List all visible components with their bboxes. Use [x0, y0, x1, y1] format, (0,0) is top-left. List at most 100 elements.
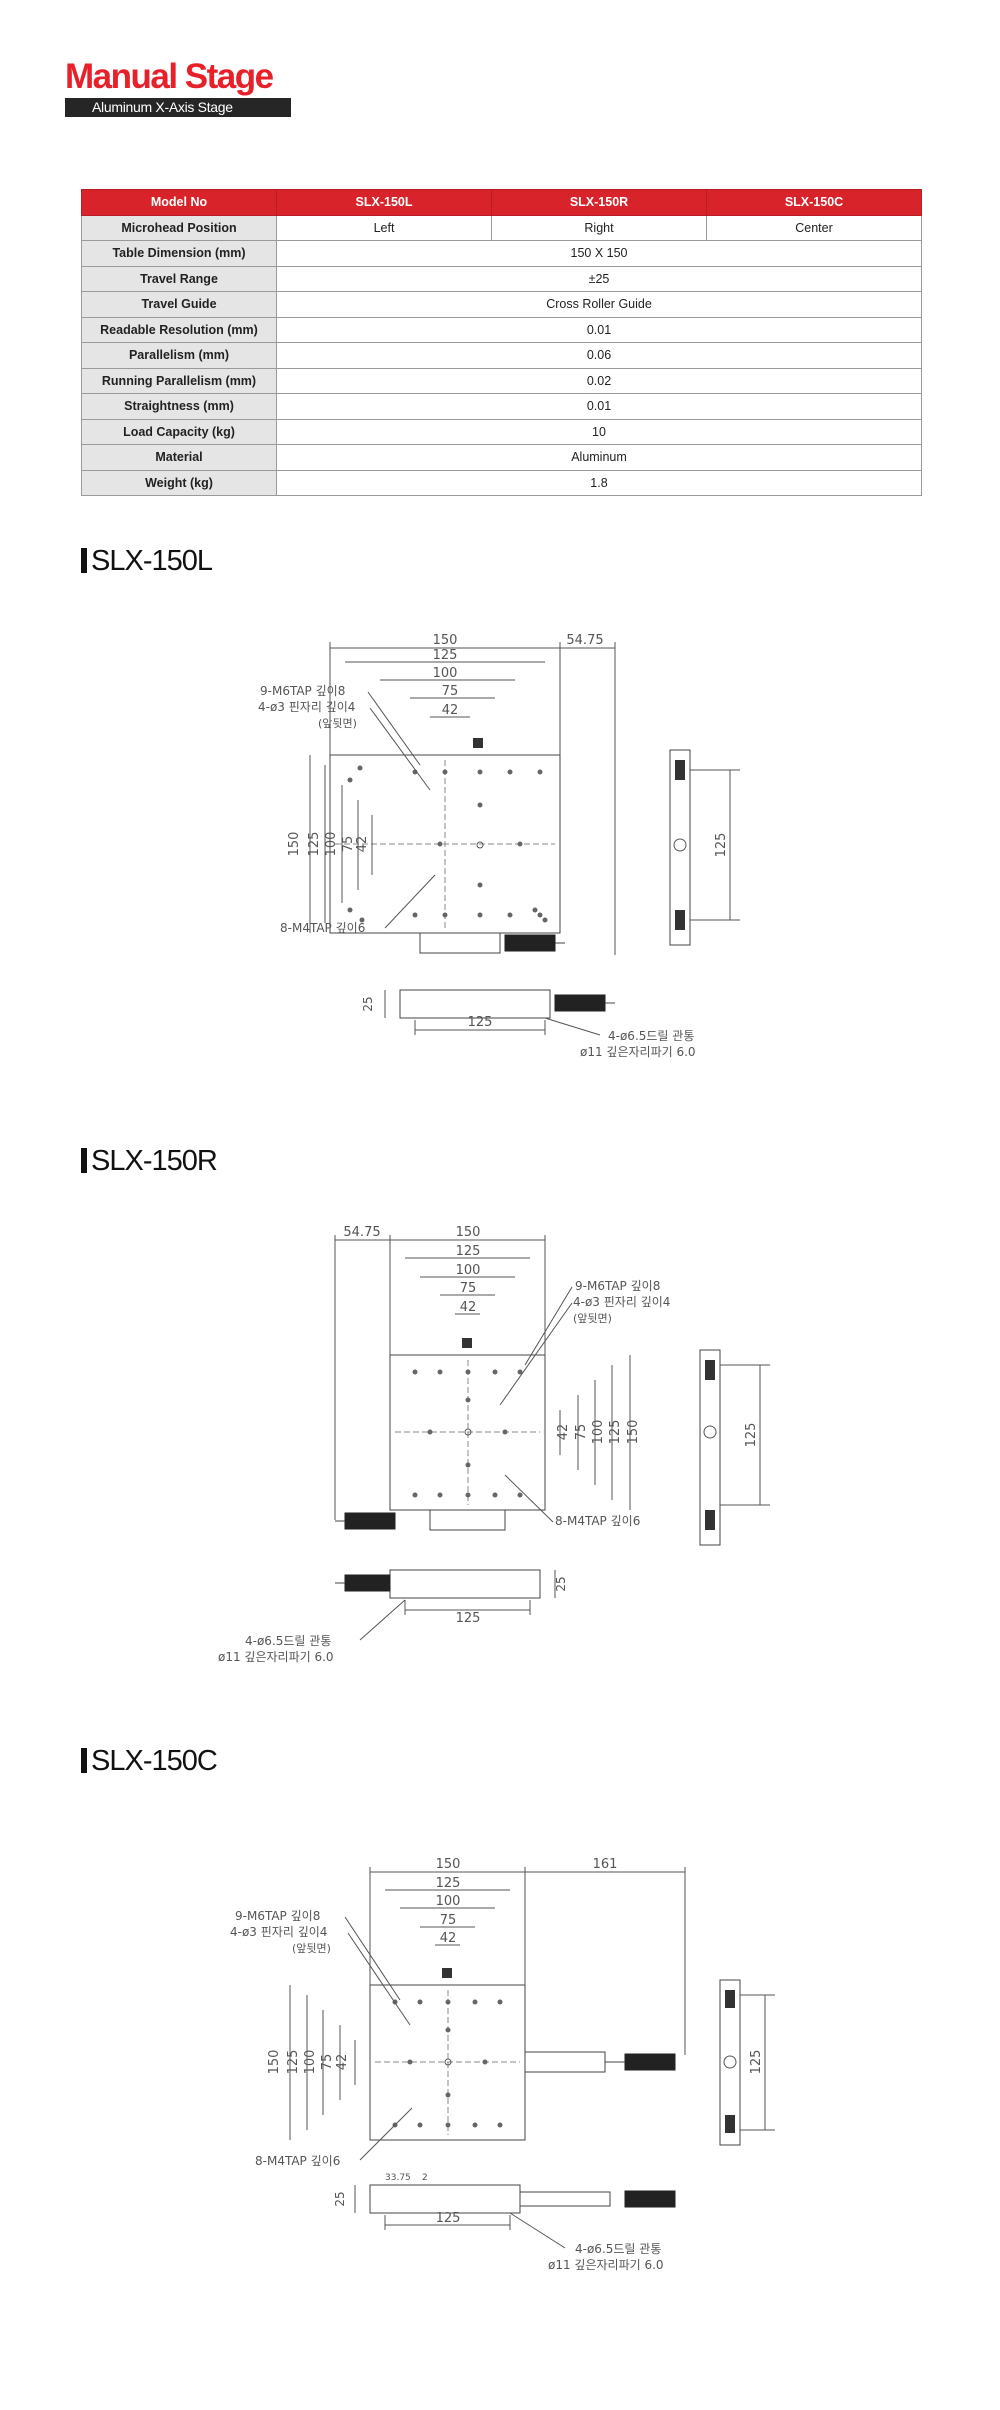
table-row: Material Aluminum [81, 444, 922, 471]
dim-161: 161 [593, 1857, 618, 1872]
spec-table: Model No SLX-150L SLX-150R SLX-150C Micr… [81, 189, 922, 496]
spec-label: Running Parallelism (mm) [81, 367, 277, 394]
dim-125: 125 [436, 1876, 461, 1891]
dim-75: 75 [440, 1913, 457, 1928]
stage-front-view [369, 2184, 521, 2214]
dim-42-v: 42 [355, 836, 370, 853]
dim-25: 25 [361, 996, 375, 1011]
dim-100: 100 [436, 1894, 461, 1909]
drawing-slx150r: 54.75 150 125 100 75 42 42 75 100 125 15… [218, 1225, 770, 1664]
dim-2: 2 [422, 2173, 428, 2183]
note-counterbore: ø11 깊은자리파기 6.0 [548, 2258, 664, 2272]
spec-value: 1.8 [276, 469, 922, 496]
note-counterbore: ø11 깊은자리파기 6.0 [218, 1650, 334, 1664]
spec-value: Right [491, 214, 707, 241]
note-drill: 4-ø6.5드릴 관통 [608, 1029, 694, 1043]
micrometer-knob [344, 1512, 396, 1530]
spec-header-cell: Model No [81, 189, 277, 216]
dim-100-v: 100 [324, 832, 339, 857]
note-pin-hole: 4-ø3 핀자리 깊이4 [230, 1925, 327, 1939]
spec-value: Aluminum [276, 444, 922, 471]
dim-100: 100 [433, 666, 458, 681]
dim-42: 42 [442, 703, 459, 718]
section-title-slx150l: SLX-150L [81, 545, 213, 577]
dim-150: 150 [456, 1225, 481, 1240]
stage-front-view [389, 1569, 541, 1599]
dim-125-side: 125 [714, 833, 729, 858]
spec-header-cell: SLX-150C [706, 189, 922, 216]
stage-side-view [699, 1349, 721, 1546]
table-row: Weight (kg) 1.8 [81, 469, 922, 496]
spec-value: 10 [276, 418, 922, 445]
dim-25: 25 [333, 2191, 347, 2206]
dim-100-v: 100 [303, 2050, 318, 2075]
spec-label: Travel Guide [81, 291, 277, 318]
dim-42-v: 42 [556, 1424, 571, 1441]
stage-side-view [669, 749, 691, 946]
note-pin-side: (앞뒷면) [573, 1312, 612, 1325]
spec-label: Readable Resolution (mm) [81, 316, 277, 343]
spec-label: Load Capacity (kg) [81, 418, 277, 445]
table-row: Microhead Position Left Right Center [81, 214, 922, 241]
dim-75: 75 [460, 1281, 477, 1296]
table-row: Running Parallelism (mm) 0.02 [81, 367, 922, 394]
stage-side-view [719, 1979, 741, 2146]
page-subtitle: Aluminum X-Axis Stage [65, 98, 291, 117]
dim-150: 150 [433, 633, 458, 648]
spec-header-cell: SLX-150L [276, 189, 492, 216]
dim-33-75: 33.75 [385, 2173, 411, 2183]
micrometer-knob [504, 934, 556, 952]
note-drill: 4-ø6.5드릴 관통 [575, 2242, 661, 2256]
dim-125-side: 125 [749, 2050, 764, 2075]
dim-125-v: 125 [286, 2050, 301, 2075]
note-tap-m4: 8-M4TAP 깊이6 [255, 2154, 340, 2168]
spec-label: Travel Range [81, 265, 277, 292]
dim-75-v: 75 [341, 836, 356, 853]
spec-value: Left [276, 214, 492, 241]
spec-value: 0.01 [276, 316, 922, 343]
spec-value: Cross Roller Guide [276, 291, 922, 318]
note-tap-m6: 9-M6TAP 깊이8 [235, 1909, 320, 1923]
section-marker [81, 1148, 87, 1173]
dim-75-v: 75 [574, 1424, 589, 1441]
dim-42: 42 [440, 1931, 457, 1946]
spec-value: 0.01 [276, 393, 922, 420]
dim-125-front: 125 [456, 1611, 481, 1626]
section-marker [81, 548, 87, 573]
dim-125-v: 125 [608, 1420, 623, 1445]
dim-125: 125 [433, 648, 458, 663]
drawing-slx150c: 150 161 125 100 75 42 150 125 100 75 42 … [230, 1857, 775, 2272]
note-pin-hole: 4-ø3 핀자리 깊이4 [573, 1295, 670, 1309]
dim-100-v: 100 [591, 1420, 606, 1445]
table-row: Straightness (mm) 0.01 [81, 393, 922, 420]
spec-label: Microhead Position [81, 214, 277, 241]
spec-table-header-row: Model No SLX-150L SLX-150R SLX-150C [81, 189, 922, 216]
section-title-text: SLX-150C [91, 1745, 218, 1777]
section-title-text: SLX-150L [91, 545, 213, 577]
dim-75-v: 75 [320, 2054, 335, 2071]
dim-125-side: 125 [744, 1423, 759, 1448]
page-header: Manual Stage Aluminum X-Axis Stage [65, 58, 291, 117]
note-pin-side: (앞뒷면) [292, 1942, 331, 1955]
note-tap-m4: 8-M4TAP 깊이6 [280, 921, 365, 935]
dim-25: 25 [554, 1576, 568, 1591]
dim-125: 125 [456, 1244, 481, 1259]
note-pin-side: (앞뒷면) [318, 717, 357, 730]
dim-150-v: 150 [626, 1420, 641, 1445]
table-row: Travel Range ±25 [81, 265, 922, 292]
dim-150-v: 150 [287, 832, 302, 857]
dim-125-v: 125 [307, 832, 322, 857]
spec-label: Table Dimension (mm) [81, 240, 277, 267]
micrometer-knob [624, 2053, 676, 2071]
spec-header-cell: SLX-150R [491, 189, 707, 216]
dim-125-front: 125 [468, 1015, 493, 1030]
table-row: Travel Guide Cross Roller Guide [81, 291, 922, 318]
spec-label: Parallelism (mm) [81, 342, 277, 369]
dim-150: 150 [436, 1857, 461, 1872]
dim-42: 42 [460, 1300, 477, 1315]
table-row: Readable Resolution (mm) 0.01 [81, 316, 922, 343]
dim-125-front: 125 [436, 2211, 461, 2226]
spec-value: 0.06 [276, 342, 922, 369]
page-title: Manual Stage [65, 57, 274, 96]
spec-value: ±25 [276, 265, 922, 292]
